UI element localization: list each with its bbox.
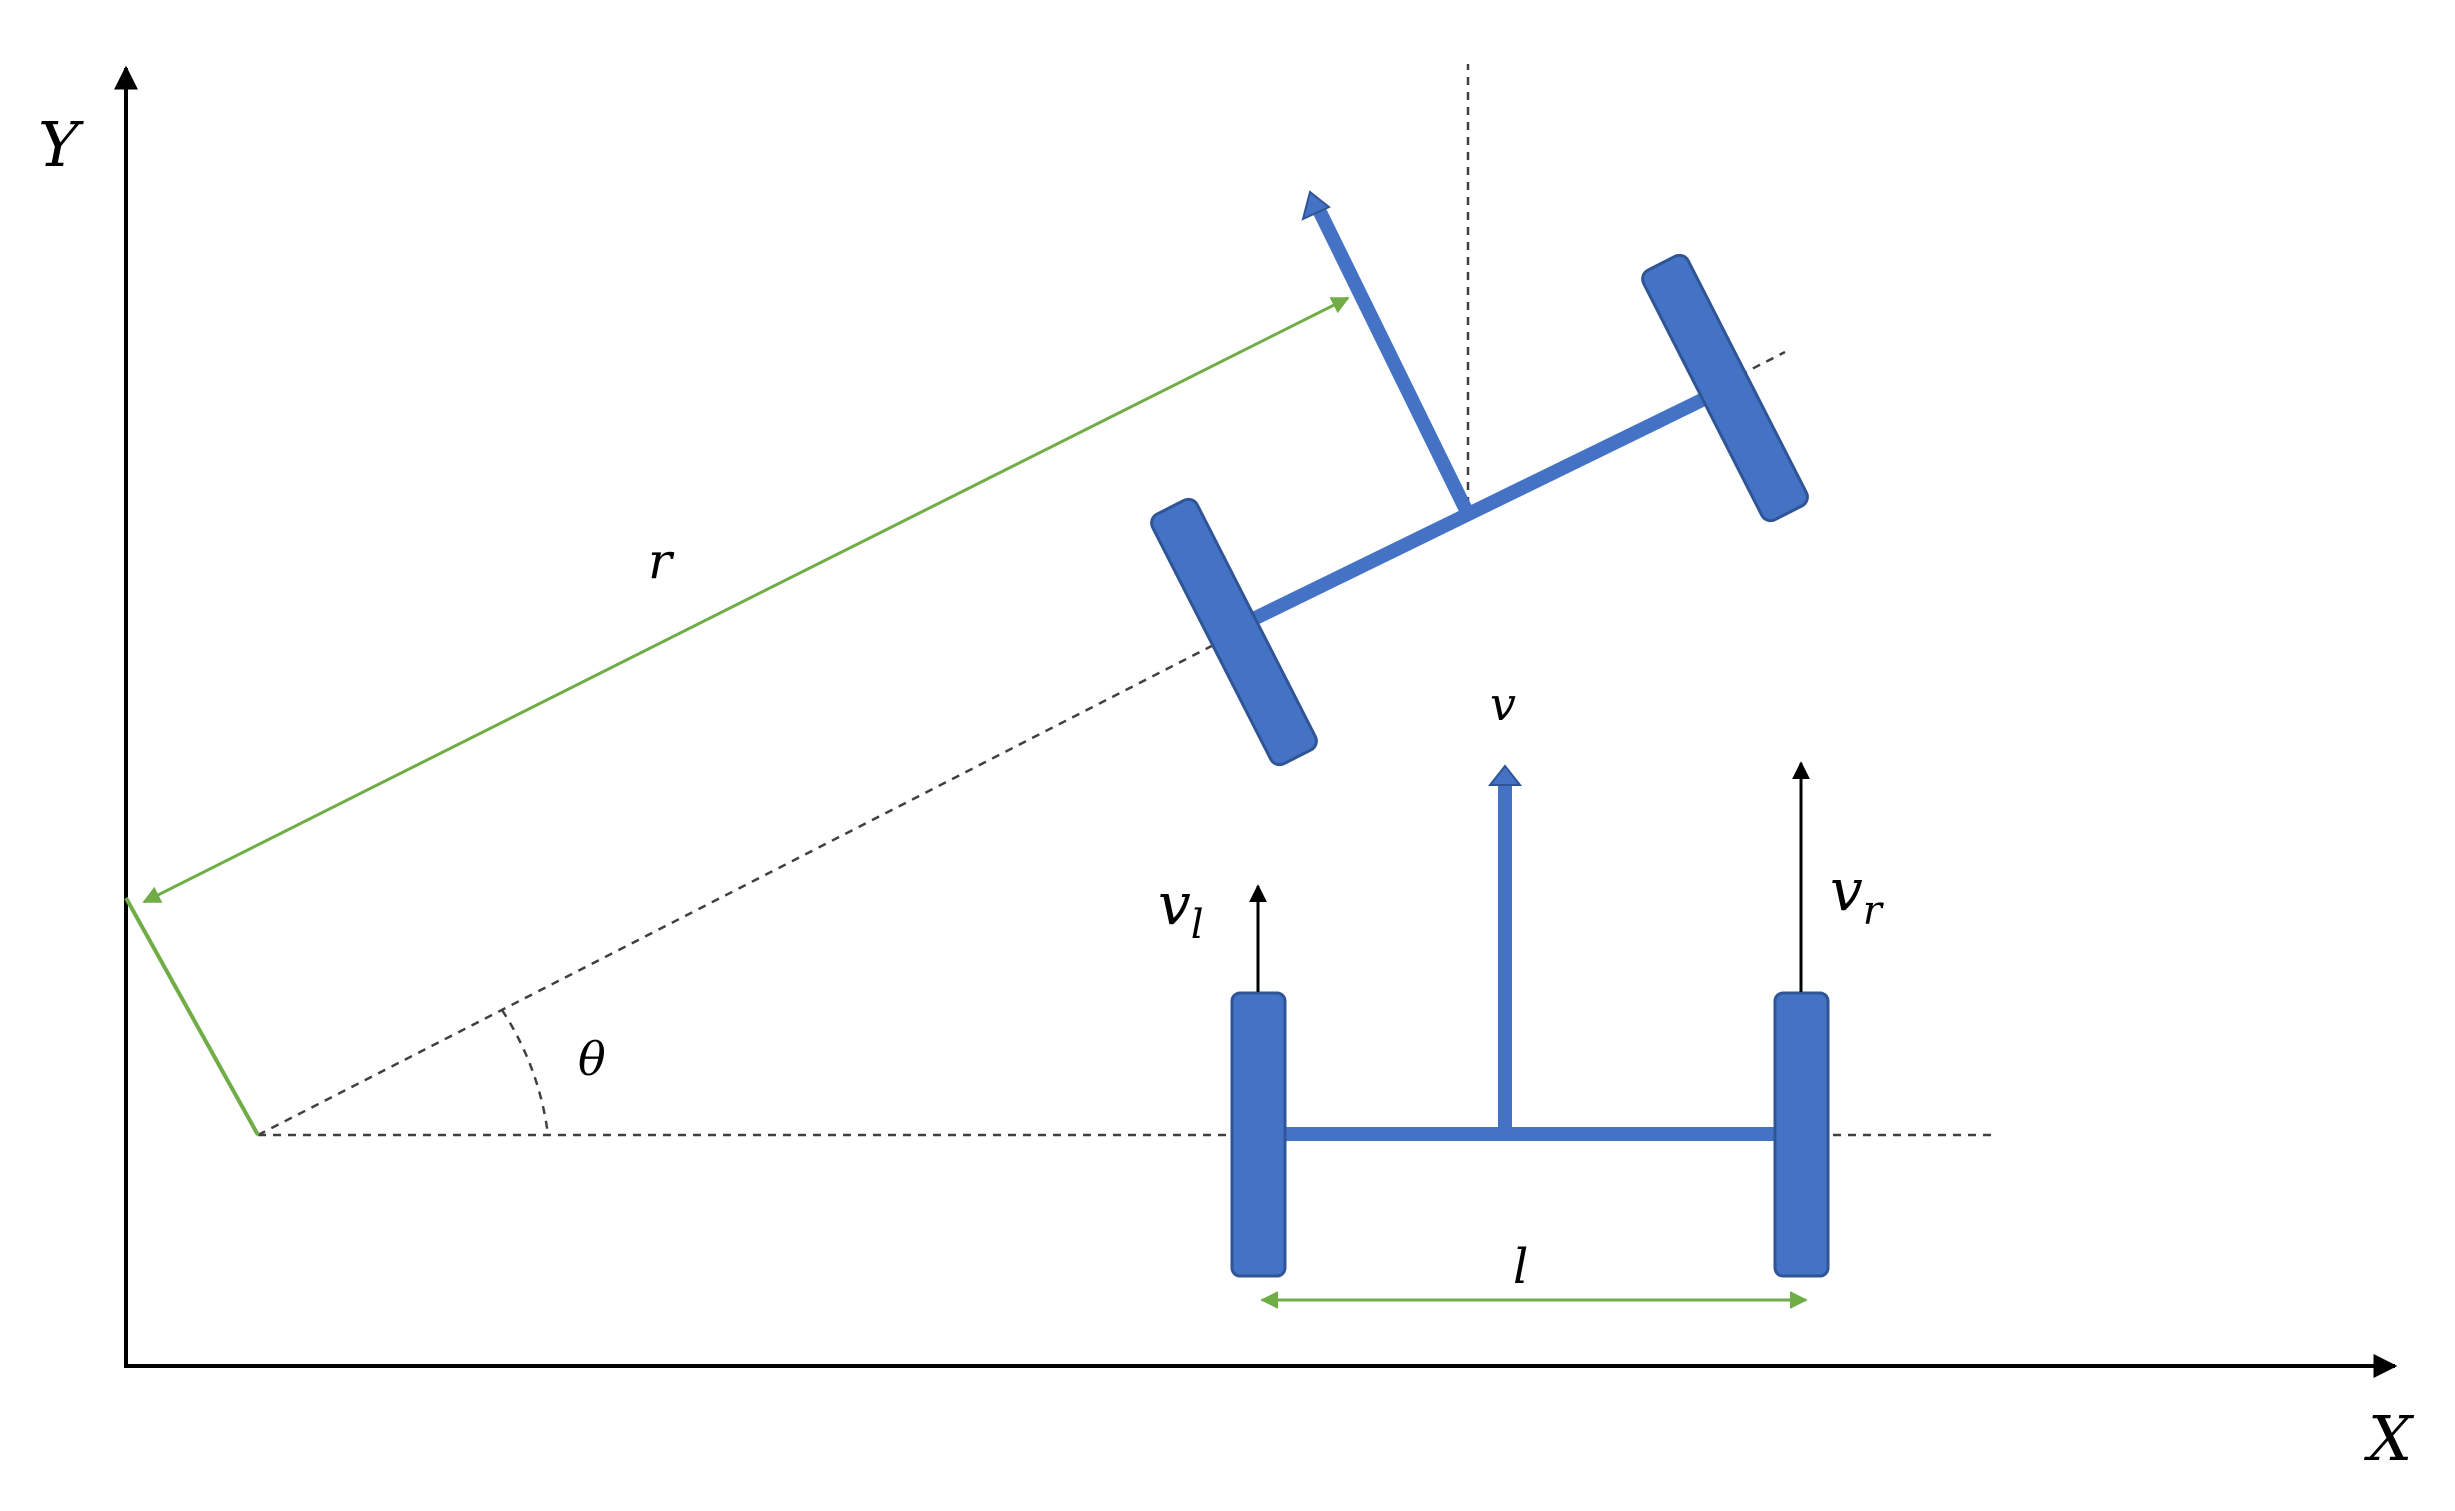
rotated-robot	[1150, 190, 1809, 767]
left-velocity-subscript: l	[1191, 902, 1204, 948]
x-axis-label: X	[2364, 1402, 2415, 1475]
straight-robot	[1230, 764, 1830, 1278]
angle-arc	[500, 1009, 550, 1136]
radius-arrow	[142, 296, 1350, 904]
center-offset-line	[124, 897, 260, 1136]
rotated-robot-heading-arrowhead	[1301, 190, 1331, 221]
rotated-robot-heading-arrow	[1311, 204, 1476, 520]
straight-robot-heading-arrowhead	[1487, 764, 1523, 786]
velocity-label: v	[1490, 677, 1516, 731]
wheelbase-label: l	[1513, 1239, 1528, 1295]
left-wheel-velocity-label: vl	[1158, 870, 1204, 948]
radius-label: r	[648, 532, 675, 590]
y-axis-label: Y	[38, 108, 84, 181]
rotated-robot-left-wheel	[1150, 497, 1318, 767]
straight-robot-right-wheel	[1773, 991, 1830, 1278]
rotated-robot-right-wheel	[1641, 253, 1809, 523]
right-velocity-symbol: v	[1830, 856, 1863, 924]
left-velocity-symbol: v	[1158, 870, 1191, 938]
straight-robot-left-wheel	[1230, 991, 1287, 1278]
right-wheel-velocity-label: vr	[1830, 856, 1885, 934]
angle-label: θ	[578, 1032, 606, 1086]
right-velocity-subscript: r	[1863, 888, 1885, 934]
